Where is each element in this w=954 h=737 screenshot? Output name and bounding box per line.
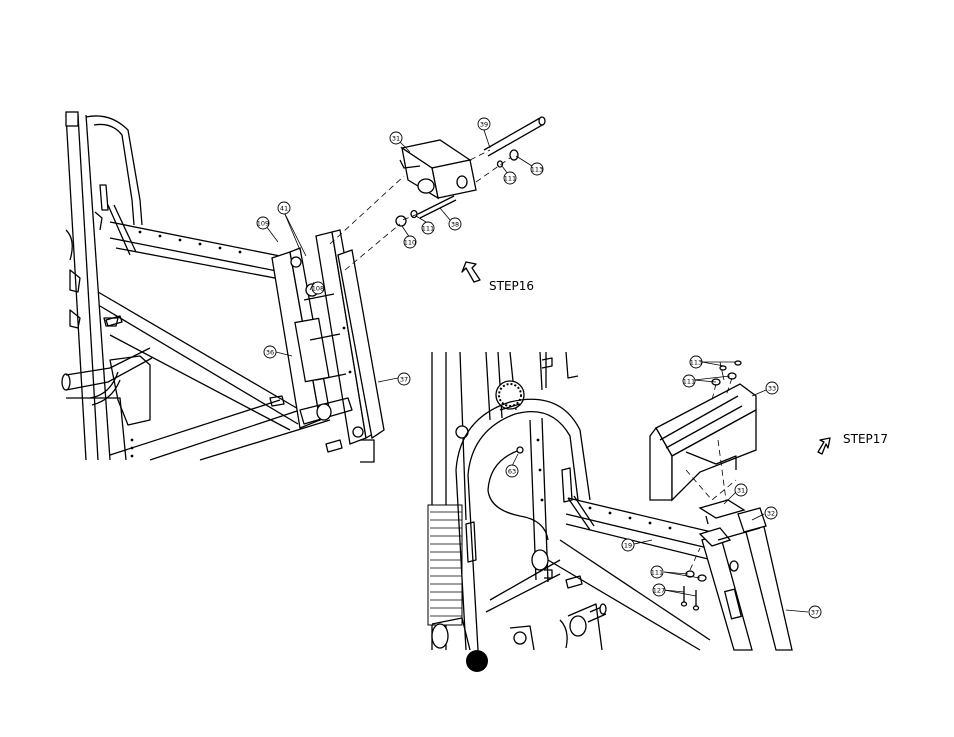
step16-label: STEP16 bbox=[489, 279, 534, 293]
callout-number: 19 bbox=[624, 541, 632, 549]
callout-number: 33 bbox=[768, 384, 776, 392]
step17-label: STEP17 bbox=[843, 432, 888, 446]
step16-drawing bbox=[62, 112, 545, 462]
callout-number: 111 bbox=[683, 377, 695, 385]
callout-number: 111 bbox=[651, 568, 663, 576]
callout-number: 39 bbox=[480, 120, 488, 128]
callout-number: 31 bbox=[737, 486, 745, 494]
step16-arrow-icon bbox=[462, 262, 480, 282]
marker-dot bbox=[466, 650, 488, 672]
callout-number: 113 bbox=[690, 358, 702, 366]
callout-number: 127 bbox=[653, 586, 665, 594]
callout-number: 111 bbox=[504, 174, 516, 182]
callout-number: 113 bbox=[531, 165, 543, 173]
callout-number: 37 bbox=[811, 608, 819, 616]
callout-number: 37 bbox=[400, 375, 408, 383]
callout-number: 31 bbox=[392, 134, 400, 142]
callout-number: 110 bbox=[404, 238, 416, 246]
callout-number: 32 bbox=[767, 509, 775, 517]
callout-number: 63 bbox=[508, 467, 516, 475]
callout-number: 109 bbox=[257, 219, 269, 227]
callout-number: 41 bbox=[280, 204, 288, 212]
callout-number: 111 bbox=[422, 224, 434, 232]
callout-number: 108 bbox=[312, 284, 324, 292]
callout-number: 38 bbox=[451, 220, 459, 228]
callout-number: 36 bbox=[266, 348, 274, 356]
step17-arrow-icon bbox=[818, 438, 830, 454]
